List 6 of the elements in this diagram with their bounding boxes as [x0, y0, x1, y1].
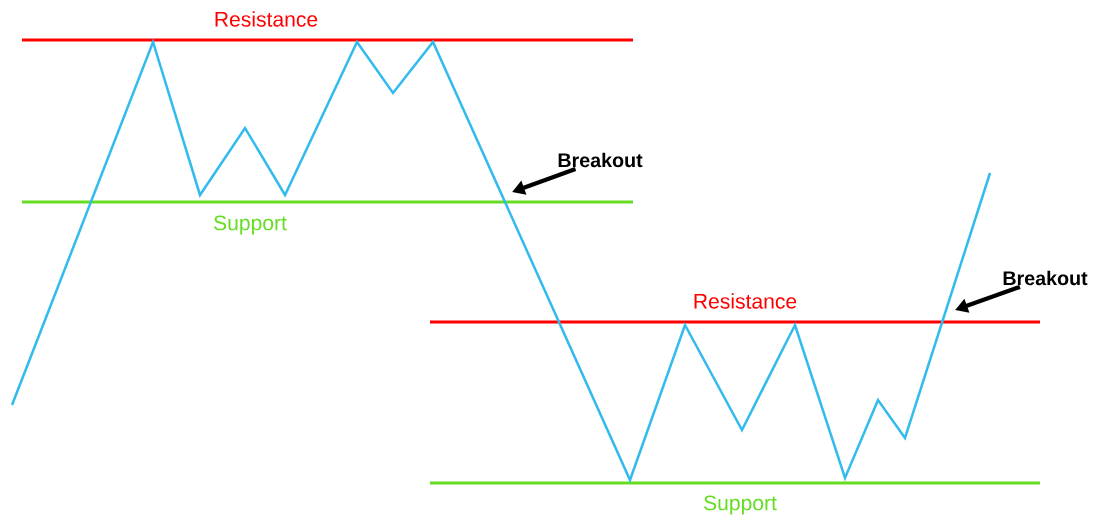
breakout-label: Breakout: [1003, 270, 1088, 286]
resistance-label: Resistance: [215, 11, 318, 27]
resistance-label: Resistance: [694, 293, 797, 309]
breakout-label: Breakout: [558, 152, 643, 168]
support-label: Support: [704, 495, 777, 515]
support-label: Support: [214, 215, 287, 235]
